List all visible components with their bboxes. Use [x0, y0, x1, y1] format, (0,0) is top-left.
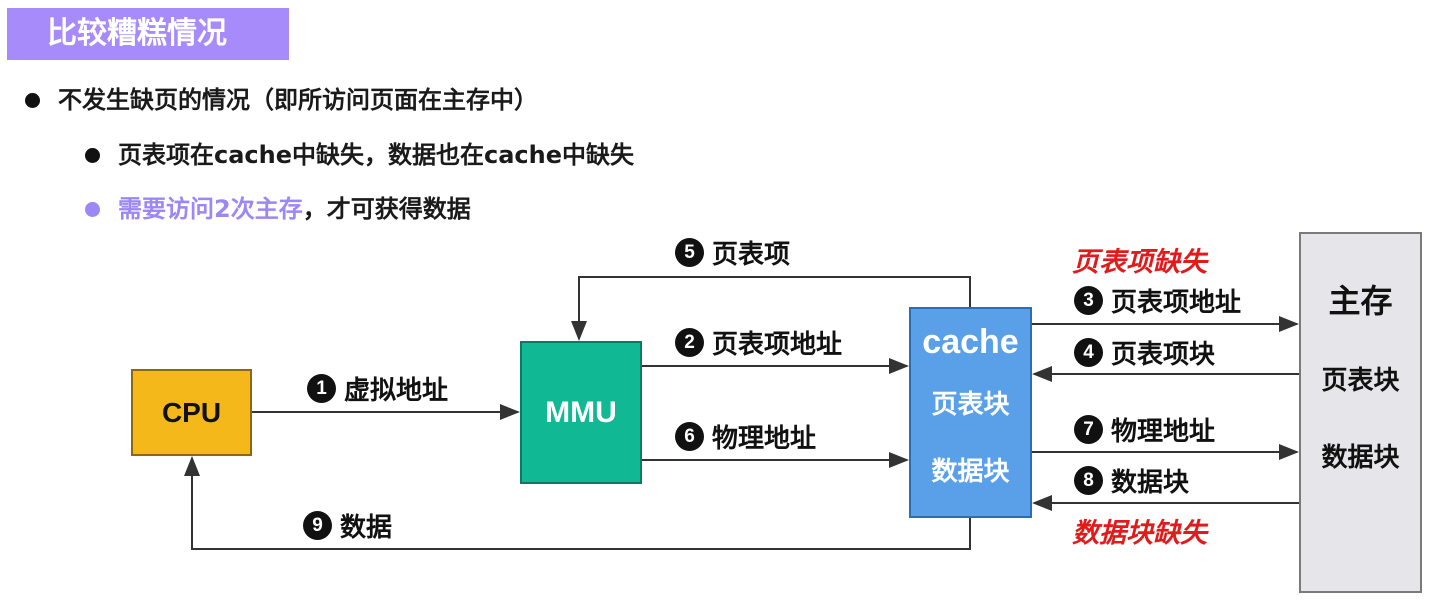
- bullet-dot-3: [85, 202, 100, 217]
- bullet-level2-b: 需要访问2次主存，才可获得数据: [118, 194, 471, 224]
- cache-data-block: 数据块: [931, 457, 1010, 487]
- step-text-3: 页表项地址: [1111, 288, 1242, 318]
- cache-box: cache 页表块 数据块: [909, 307, 1032, 518]
- memory-data-block: 数据块: [1321, 443, 1400, 473]
- bullet-level2-a: 页表项在cache中缺失，数据也在cache中缺失: [118, 141, 635, 169]
- page-table-entry-miss-label: 页表项缺失: [1072, 247, 1207, 278]
- step-text-5: 页表项: [712, 240, 791, 270]
- step-label-6: 6 物理地址: [675, 418, 816, 455]
- step-label-5: 5 页表项: [675, 234, 790, 271]
- bullet-rest: ，才可获得数据: [302, 195, 471, 223]
- bullet-level1: 不发生缺页的情况（即所访问页面在主存中）: [58, 86, 538, 114]
- memory-page-table-block: 页表块: [1321, 366, 1400, 396]
- step-number-3: 3: [1074, 286, 1103, 315]
- arrow-9: [184, 456, 971, 550]
- step-label-8: 8 数据块: [1074, 462, 1189, 499]
- main-memory-box: 主存 页表块 数据块: [1299, 232, 1422, 593]
- bullet-dot-1: [25, 93, 40, 108]
- step-number-8: 8: [1074, 466, 1103, 495]
- bullet-dot-2: [85, 148, 100, 163]
- step-text-1: 虚拟地址: [344, 376, 449, 406]
- step-number-6: 6: [675, 422, 704, 451]
- step-text-4: 页表项块: [1111, 340, 1216, 370]
- step-label-7: 7 物理地址: [1074, 411, 1215, 448]
- step-text-8: 数据块: [1111, 468, 1190, 498]
- step-label-4: 4 页表项块: [1074, 334, 1215, 371]
- mmu-box: MMU: [520, 341, 642, 484]
- cache-page-table-block: 页表块: [931, 390, 1010, 420]
- bullet-highlight: 需要访问2次主存: [118, 195, 303, 223]
- data-block-miss-label: 数据块缺失: [1072, 518, 1207, 549]
- step-text-7: 物理地址: [1111, 417, 1216, 447]
- slide-title: 比较糟糕情况: [7, 8, 289, 60]
- step-text-2: 页表项地址: [712, 330, 843, 360]
- memory-title: 主存: [1328, 282, 1393, 320]
- cpu-box: CPU: [131, 369, 252, 456]
- step-number-9: 9: [303, 511, 332, 540]
- step-number-4: 4: [1074, 338, 1103, 367]
- step-label-9: 9 数据: [303, 507, 392, 544]
- step-text-9: 数据: [340, 513, 393, 543]
- cache-title: cache: [922, 323, 1019, 361]
- step-label-2: 2 页表项地址: [675, 324, 842, 361]
- step-number-2: 2: [675, 328, 704, 357]
- step-label-3: 3 页表项地址: [1074, 282, 1241, 319]
- step-label-1: 1 虚拟地址: [307, 370, 448, 407]
- step-number-1: 1: [307, 374, 336, 403]
- step-number-7: 7: [1074, 415, 1103, 444]
- step-text-6: 物理地址: [712, 424, 817, 454]
- step-number-5: 5: [675, 238, 704, 267]
- arrow-5: [571, 276, 971, 341]
